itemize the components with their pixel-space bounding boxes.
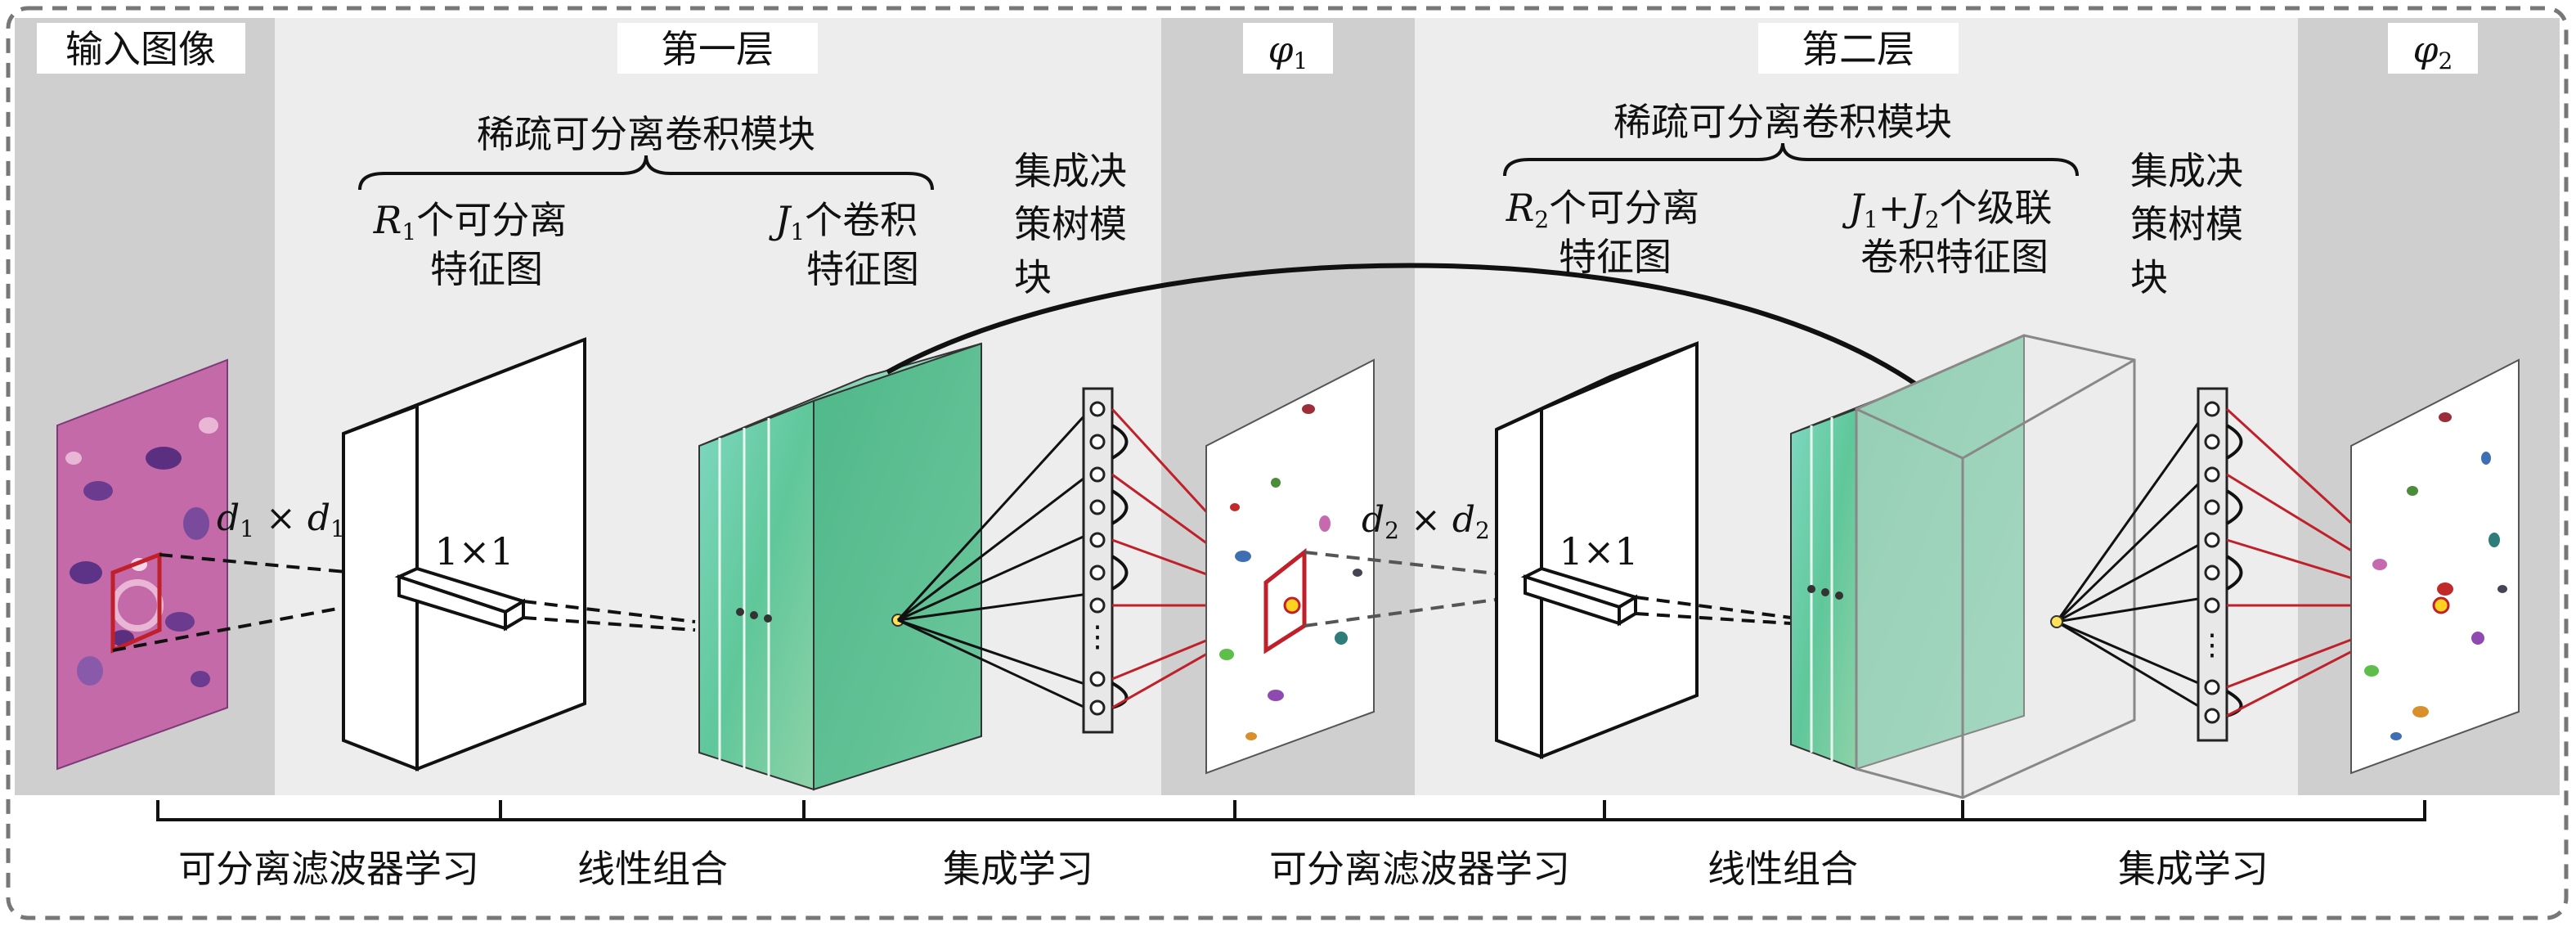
stage-title-input-box <box>37 23 245 74</box>
layer1-separable-block <box>342 337 586 771</box>
bottom-label-ensemble-2: 集成学习 <box>2118 847 2269 891</box>
input-image <box>56 358 228 771</box>
j12-label-line1: J1+J2个级联 <box>1842 186 2052 233</box>
decision-tree-column-2: ⋮ <box>2197 387 2243 742</box>
r1-label-line2: 特征图 <box>430 247 543 291</box>
phi1-projection <box>1304 551 1526 627</box>
skip-connection-arrow <box>886 263 1975 434</box>
bottom-label-linear-1: 线性组合 <box>577 847 728 891</box>
layer2-brace <box>1503 142 2079 177</box>
j1-label-line2: 特征图 <box>806 247 919 291</box>
j12-label-line2: 卷积特征图 <box>1860 235 2049 279</box>
phi2-output-point <box>2432 596 2450 614</box>
tree1-fan <box>896 403 1096 713</box>
layer2-separable-block <box>1495 340 1699 759</box>
bottom-label-separable-2: 可分离滤波器学习 <box>1269 847 1570 891</box>
layer1-module-title: 稀疏可分离卷积模块 <box>477 112 815 156</box>
bottom-label-separable-1: 可分离滤波器学习 <box>178 847 479 891</box>
phi1-output-map <box>1205 358 1375 775</box>
conv1x1-label-2: 1×1 <box>1559 529 1638 573</box>
conv1x1-label-1: 1×1 <box>434 529 514 573</box>
tree2-label-b: 策树模 <box>2130 202 2243 246</box>
outer-border <box>6 6 2569 920</box>
stage-title-phi2-box <box>2388 23 2478 74</box>
phi2-output-map <box>2350 358 2520 775</box>
stage-title-layer2-box <box>1758 23 1959 74</box>
phi1-output-point <box>1283 596 1301 614</box>
tree1-label-c: 块 <box>1014 255 1052 299</box>
stage-title-layer1: 第一层 <box>661 27 774 71</box>
decision-tree-column-1: ⋮ <box>1082 387 1129 734</box>
stage-title-layer2: 第二层 <box>1802 27 1914 71</box>
bottom-label-linear-2: 线性组合 <box>1708 847 1858 891</box>
tree2-fan <box>2055 408 2210 713</box>
tree1-label-b: 策树模 <box>1014 202 1127 246</box>
layer2-module-title: 稀疏可分离卷积模块 <box>1613 100 1952 144</box>
conv1x1-rod-1 <box>394 566 527 632</box>
r2-label-line2: 特征图 <box>1559 235 1672 279</box>
svg-text:⋮: ⋮ <box>1083 620 1112 654</box>
rod1-projection <box>523 600 696 632</box>
tree2-label-a: 集成决 <box>2130 149 2243 193</box>
layer1-brace <box>358 155 934 191</box>
stage-title-layer1-box <box>617 23 818 74</box>
feature-point-2 <box>2050 615 2063 628</box>
tree2-label-c: 块 <box>2130 255 2168 299</box>
r2-label-line1: R2个可分离 <box>1506 186 1699 233</box>
layer2-feature-maps <box>1790 334 2136 799</box>
stage-title-input: 输入图像 <box>65 27 216 71</box>
svg-text:⋮: ⋮ <box>2197 628 2227 662</box>
kernel1-label: d1 × d1 <box>217 497 345 542</box>
bottom-label-ensemble-1: 集成学习 <box>943 847 1093 891</box>
kernel2-label: d2 × d2 <box>1362 499 1490 544</box>
stage-title-phi1-box <box>1243 23 1333 74</box>
tree1-label-a: 集成决 <box>1014 149 1127 193</box>
rod2-projection <box>1635 596 1792 625</box>
layer1-feature-maps <box>698 342 982 791</box>
conv1x1-rod-2 <box>1520 566 1640 627</box>
bottom-timeline <box>156 800 2426 821</box>
input-kernel-box <box>110 551 162 654</box>
r1-label-line1: R1个可分离 <box>373 198 567 245</box>
